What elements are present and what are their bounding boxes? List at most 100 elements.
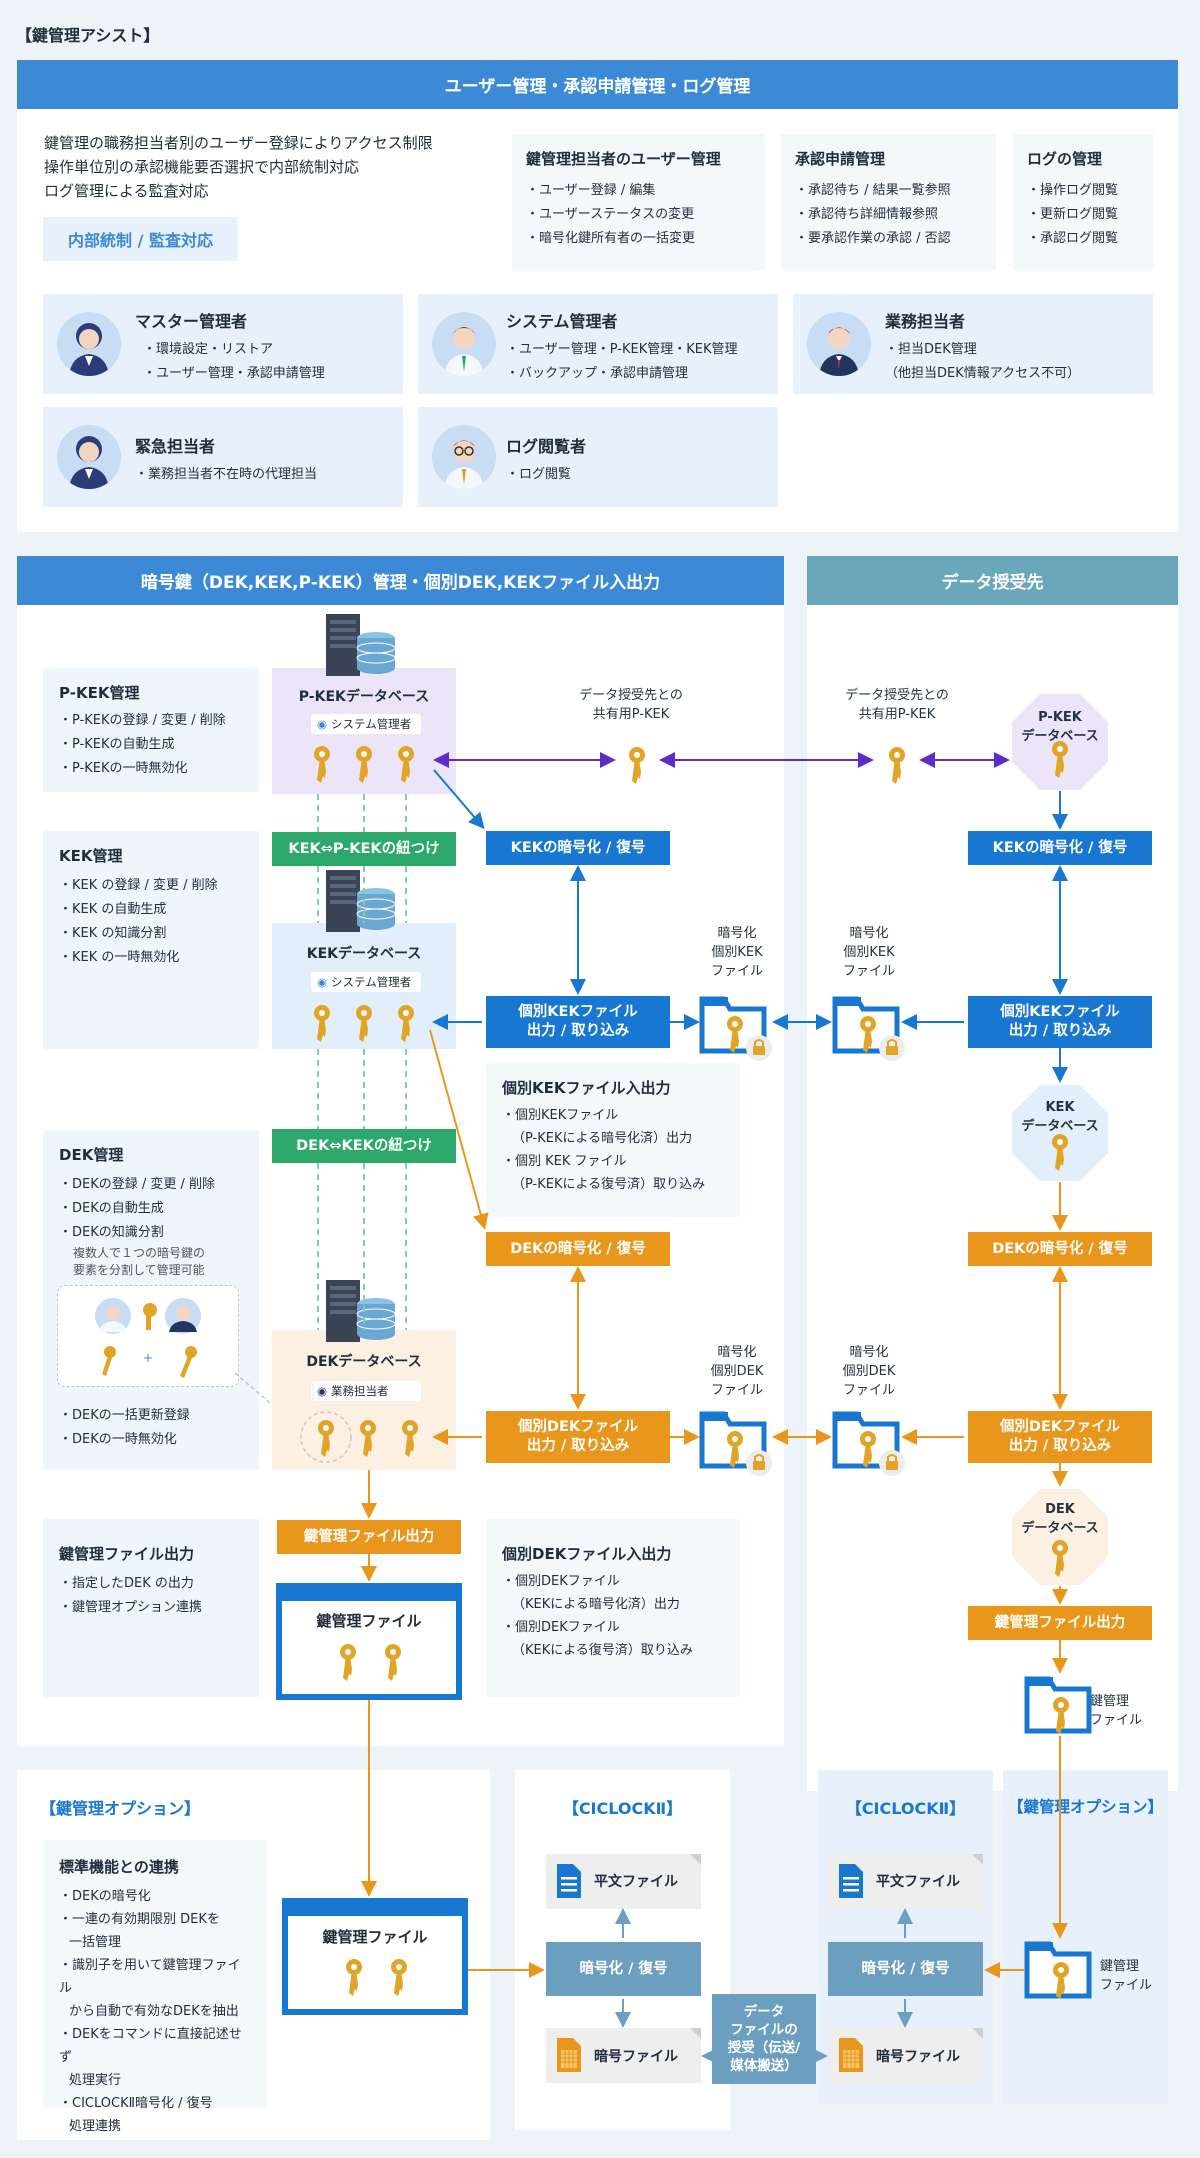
feature-item: ・承認待ち詳細情報参照 (795, 207, 939, 222)
plain-file-label: 平文ファイル (594, 1874, 678, 1890)
role-name: ログ閲覧者 (506, 437, 587, 456)
role-line: （他担当DEK情報アクセス不可） (885, 366, 1081, 381)
box-item: ・P-KEKの登録 / 変更 / 削除 (59, 713, 226, 728)
box-title: DEK管理 (59, 1146, 124, 1164)
shared-pkek-label-right: データ授受先との共有用P-KEK (822, 686, 972, 724)
label-line: ファイル (1100, 1978, 1153, 1993)
key-management-header: 暗号鍵（DEK,KEK,P-KEK）管理・個別DEK,KEKファイル入出力 (17, 556, 784, 605)
encrypt-decrypt-left: 暗号化 / 復号 (546, 1942, 701, 1996)
right-kek-database (1012, 1085, 1108, 1181)
pill-line: データ (743, 2004, 785, 2020)
label-line: 共有用P-KEK (592, 707, 670, 722)
user-management-header: ユーザー管理・承認申請管理・ログ管理 (17, 60, 1178, 109)
kek-management-box: KEK管理 ・KEK の登録 / 変更 / 削除 ・KEK の自動生成 ・KEK… (43, 831, 259, 1049)
male-user-avatar-icon (432, 312, 496, 376)
role-line: ・バックアップ・承認申請管理 (506, 366, 689, 381)
role-card-log-viewer: ログ閲覧者 ・ログ閲覧 (418, 407, 778, 507)
role-desc: ・業務担当者不在時の代理担当 (135, 463, 317, 487)
box-item: ・鍵管理オプション連携 (59, 1600, 203, 1615)
box-item: ・個別DEKファイル (502, 1574, 620, 1589)
ciclock-left-title: 【CICLOCKⅡ】 (562, 1799, 683, 1818)
user-icon: ◉ (317, 975, 328, 989)
db-title: DEKデータベース (306, 1354, 422, 1370)
box-item: ・DEKをコマンドに直接記述せず (59, 2027, 242, 2065)
intro-text: 鍵管理の職務担当者別のユーザー登録によりアクセス制限 操作単位別の承認機能要否選… (44, 131, 433, 203)
db-owner-label: 業務担当者 (331, 1384, 389, 1398)
role-card-business-staff: 業務担当者 ・担当DEK管理 （他担当DEK情報アクセス不可） (793, 294, 1153, 394)
box-item: ・DEKの登録 / 変更 / 削除 (59, 1177, 216, 1192)
box-item: ・指定したDEK の出力 (59, 1576, 194, 1591)
feature-box-approval: 承認申請管理 ・承認待ち / 結果一覧参照 ・承認待ち詳細情報参照 ・要承認作業… (781, 134, 996, 270)
role-line: ・ユーザー管理・P-KEK管理・KEK管理 (506, 342, 738, 357)
female-user-avatar-icon (57, 312, 121, 376)
encrypt-decrypt-right: 暗号化 / 復号 (828, 1942, 983, 1996)
role-name: マスター管理者 (135, 312, 248, 331)
box-item: ・個別 KEK ファイル (502, 1154, 627, 1169)
label-line: データ授受先との (579, 688, 683, 703)
box-title: 鍵管理ファイル出力 (59, 1545, 195, 1563)
db-owner-badge: ◉業務担当者 (311, 1381, 421, 1401)
label-line: 共有用P-KEK (858, 707, 936, 722)
dek-management-box-lower: ・DEKの一括更新登録 ・DEKの一時無効化 (59, 1404, 259, 1460)
shared-pkek-label-left: データ授受先との共有用P-KEK (556, 686, 706, 724)
box-title: KEK管理 (59, 847, 123, 865)
box-title: 標準機能との連携 (59, 1858, 179, 1876)
label-line: 暗号化 (849, 1345, 889, 1360)
user-icon: ◉ (317, 1384, 328, 1398)
db-owner-label: システム管理者 (331, 717, 412, 731)
feature-item: ・承認待ち / 結果一覧参照 (795, 183, 951, 198)
db-title: P-KEKデータベース (298, 689, 430, 705)
db-title: KEKデータベース (306, 946, 422, 962)
page-title: 【鍵管理アシスト】 (16, 26, 160, 45)
label-line: ファイル (842, 964, 895, 979)
dek-file-io-right: 個別DEKファイル出力 / 取り込み (968, 1411, 1152, 1463)
label-line: P-KEK (1038, 710, 1082, 725)
box-item: （P-KEKによる復号済）取り込み (512, 1177, 706, 1192)
box-item: ・DEKの暗号化 (59, 1889, 151, 1904)
feature-title: ログの管理 (1027, 150, 1103, 168)
keyfile-output-pill-left: 鍵管理ファイル出力 (277, 1520, 461, 1554)
feature-item: ・操作ログ閲覧 (1027, 183, 1119, 198)
keyfile-folder-large (276, 1583, 462, 1700)
kek-encrypt-decrypt-left: KEKの暗号化 / 復号 (486, 831, 670, 865)
label-line: 暗号化 (717, 926, 757, 941)
label-line: ファイル (1090, 1713, 1143, 1728)
pill-line: 個別DEKファイル (999, 1419, 1121, 1435)
label-line: 鍵管理 (1100, 1959, 1140, 1974)
box-item: ・一連の有効期限別 DEKを (59, 1912, 220, 1927)
box-item: 処理連携 (69, 2119, 122, 2134)
enc-dek-file-label-right: 暗号化個別DEK ファイル (824, 1343, 914, 1400)
box-item: ・P-KEKの一時無効化 (59, 761, 188, 776)
feature-item: ・ユーザーステータスの変更 (526, 207, 695, 222)
keyfile-output-box: 鍵管理ファイル出力 ・指定したDEK の出力 ・鍵管理オプション連携 (43, 1519, 259, 1697)
box-item: ・識別子を用いて鍵管理ファイル (59, 1958, 241, 1996)
label-line: 鍵管理 (1090, 1694, 1130, 1709)
data-recipient-header: データ授受先 (807, 556, 1178, 605)
intro-line: 鍵管理の職務担当者別のユーザー登録によりアクセス制限 (44, 134, 433, 152)
feature-item: ・ユーザー登録 / 編集 (526, 183, 656, 198)
role-desc: ・ユーザー管理・P-KEK管理・KEK管理 ・バックアップ・承認申請管理 (506, 338, 738, 386)
user-icon: ◉ (317, 717, 328, 731)
dek-encrypt-decrypt-left: DEKの暗号化 / 復号 (486, 1232, 670, 1266)
box-title: 個別DEKファイル入出力 (502, 1545, 672, 1563)
box-item: ・P-KEKの自動生成 (59, 737, 175, 752)
role-card-system-admin: システム管理者 ・ユーザー管理・P-KEK管理・KEK管理 ・バックアップ・承認… (418, 294, 778, 394)
role-line: ・ログ閲覧 (506, 467, 572, 482)
box-item: （KEKによる暗号化済）出力 (512, 1597, 680, 1612)
label-line: 個別DEK (710, 1364, 764, 1379)
label-line: ファイル (842, 1383, 895, 1398)
right-keyfile-label: 鍵管理ファイル (1090, 1692, 1170, 1730)
box-item: ・KEK の一時無効化 (59, 950, 180, 965)
box-item: ・個別KEKファイル (502, 1108, 619, 1123)
glasses-user-avatar-icon (432, 425, 496, 489)
feature-item: ・承認ログ閲覧 (1027, 231, 1119, 246)
cipher-file-label: 暗号ファイル (876, 2049, 960, 2065)
label-line: 個別DEK (842, 1364, 896, 1379)
role-card-master-admin: マスター管理者 ・環境設定・リストア ・ユーザー管理・承認申請管理 (43, 294, 403, 394)
svg-text:+: + (143, 1351, 153, 1365)
key-option-right-title: 【鍵管理オプション】 (1007, 1798, 1163, 1816)
pill-line: 出力 / 取り込み (526, 1023, 630, 1039)
db-owner-badge: ◉システム管理者 (311, 714, 421, 734)
label-line: 暗号化 (717, 1345, 757, 1360)
